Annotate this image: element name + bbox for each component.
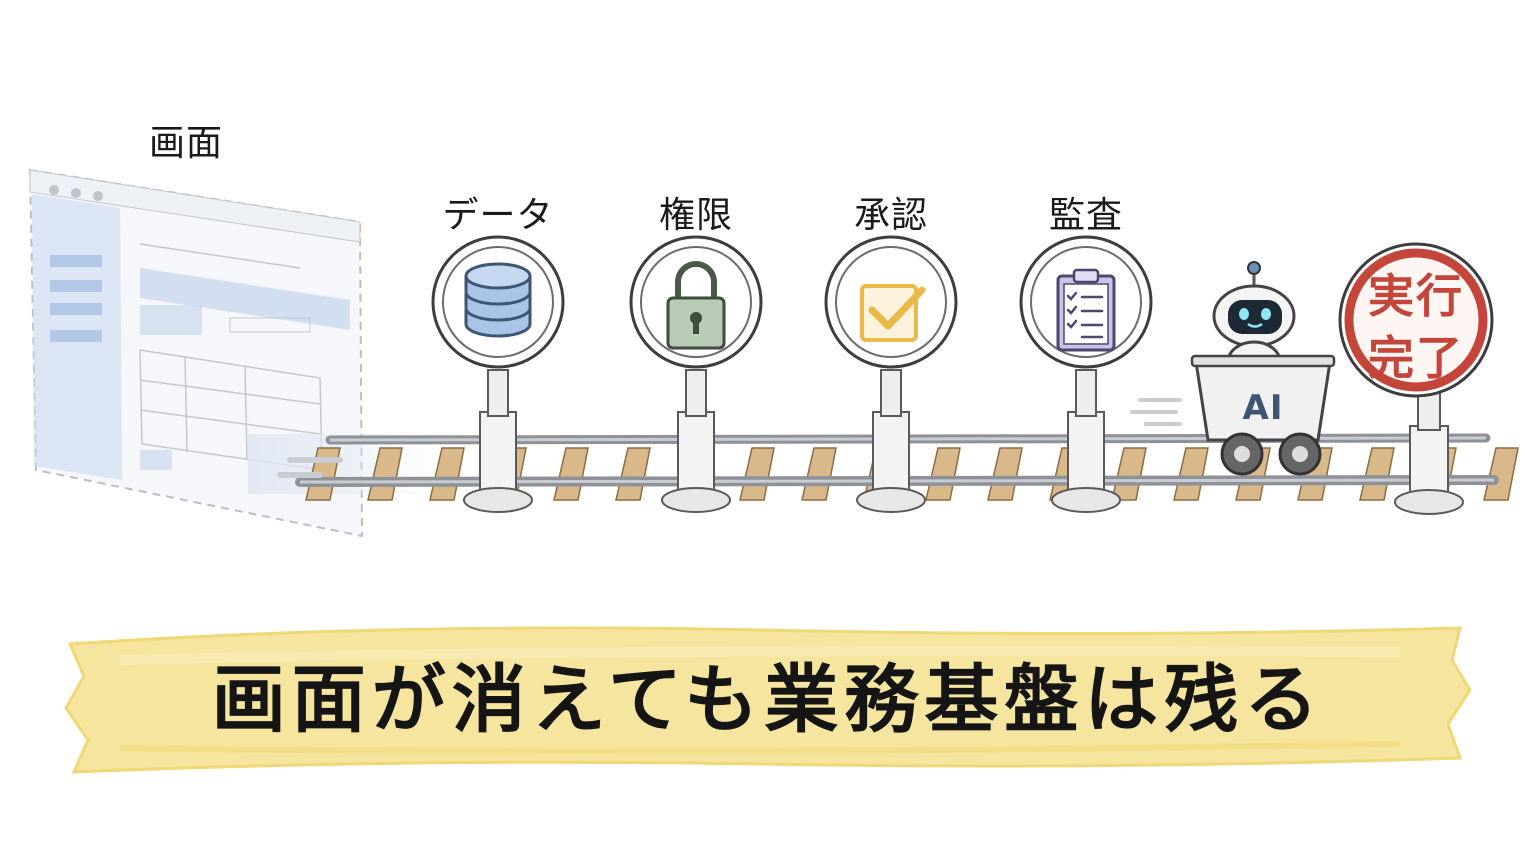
rail-tie (1359, 447, 1395, 501)
checkpoint-audit (1019, 235, 1153, 513)
checkpoint-label-audit: 監査 (1048, 195, 1124, 236)
rail-tie (987, 447, 1023, 501)
padlock-icon (666, 261, 726, 350)
database-icon (464, 262, 532, 338)
rail-tie (739, 447, 775, 501)
checkpoint-data (431, 235, 565, 513)
rail-tie (615, 447, 651, 501)
rail-tie (1111, 447, 1147, 501)
checkpoint-label-permission: 権限 (658, 195, 734, 236)
rail-tie (925, 447, 961, 501)
rail-tie (801, 447, 837, 501)
goal-label-line1: 実行 (1368, 269, 1464, 323)
screen-label: 画面 (148, 123, 224, 164)
ai-cart (1130, 261, 1336, 476)
checkpoint-permission (629, 235, 763, 513)
cart-label: AI (1242, 388, 1284, 428)
goal-label-line2: 完了 (1368, 331, 1464, 385)
rail-tie (553, 447, 589, 501)
goal-sign (1338, 242, 1494, 515)
banner-text: 画面が消えても業務基盤は残る (211, 657, 1325, 743)
rail-tie (1483, 447, 1519, 501)
rail-tie (1173, 447, 1209, 501)
clipboard-checklist-icon (1056, 268, 1116, 352)
banner-background (64, 626, 1472, 774)
checkpoint-approval (824, 235, 958, 513)
checkpoint-label-data: データ (442, 195, 554, 236)
fading-screen-window (28, 168, 448, 538)
checkpoint-label-approval: 承認 (853, 195, 929, 236)
checkbox-icon (860, 284, 926, 342)
